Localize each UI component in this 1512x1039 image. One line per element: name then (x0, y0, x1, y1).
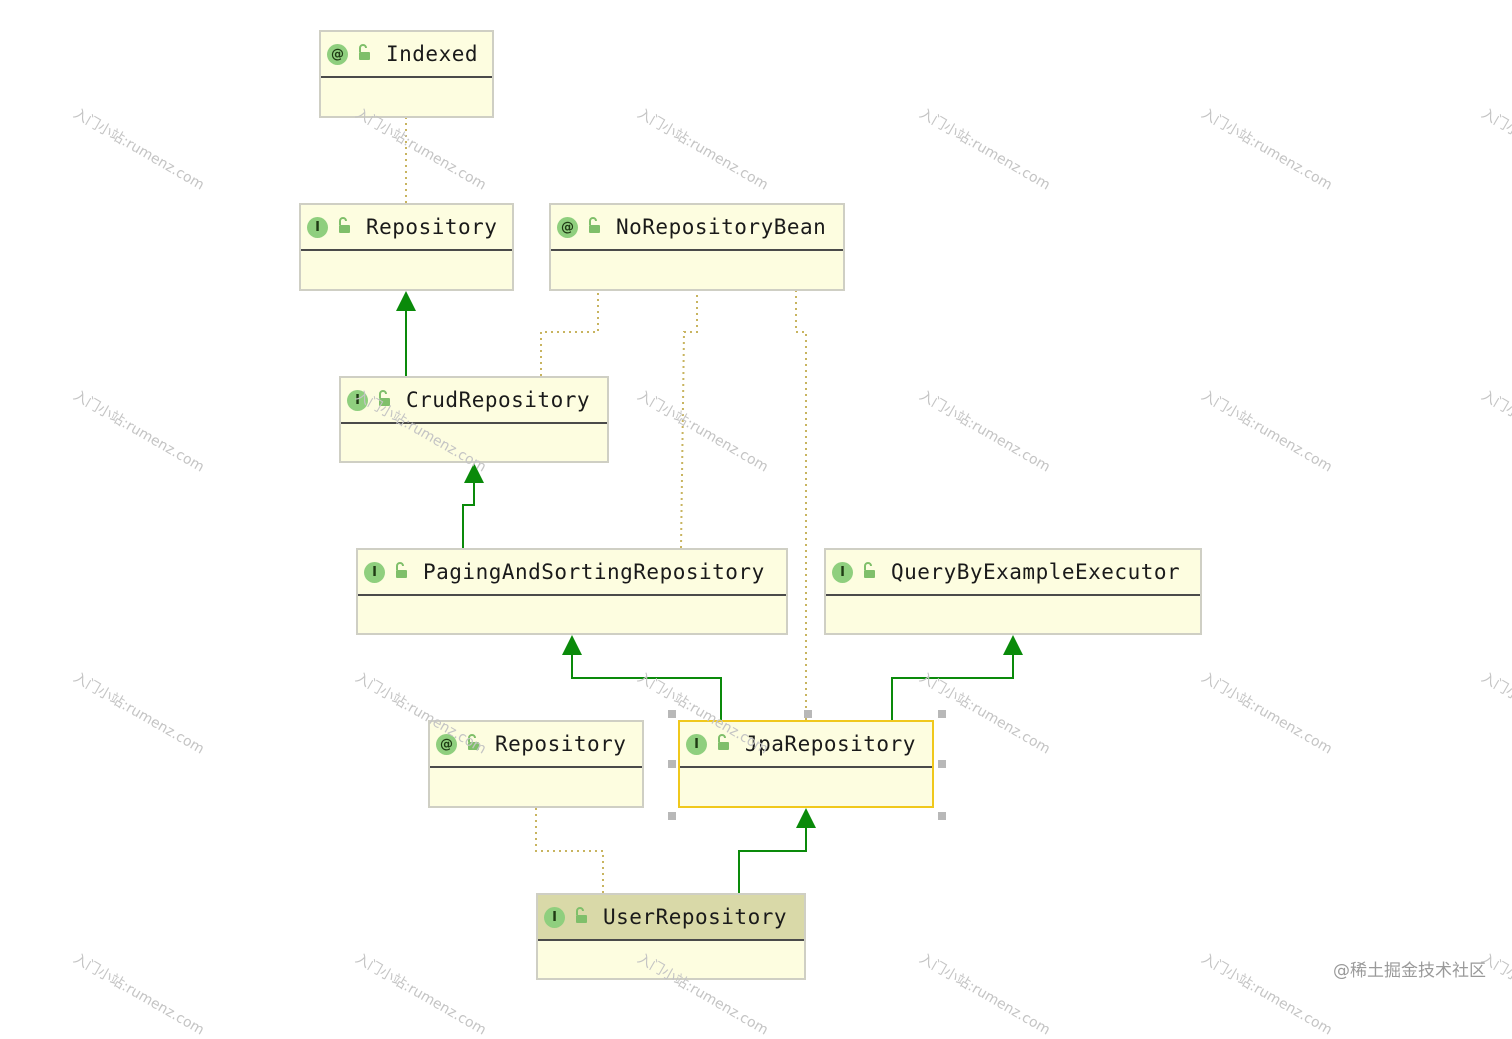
interface-type-icon: I (307, 216, 328, 238)
class-node-indexed[interactable]: @ Indexed (319, 30, 494, 118)
relationship-lines (396, 118, 1023, 893)
annotation-type-icon: @ (327, 43, 348, 65)
edge-jpa-repository-to-paging-and-sorting-repository (571, 654, 722, 720)
public-access-icon (357, 44, 386, 64)
class-node-header: I PagingAndSortingRepository (358, 550, 786, 596)
class-name: Indexed (386, 42, 479, 66)
inheritance-arrowhead (796, 808, 816, 828)
inheritance-arrowhead (562, 635, 582, 655)
class-node-repository[interactable]: I Repository (299, 203, 514, 291)
edge-user-repository-to-repository-annotation (535, 808, 604, 893)
public-access-icon (574, 907, 603, 927)
public-access-icon (587, 217, 616, 237)
class-name: UserRepository (603, 905, 788, 929)
interface-type-icon: I (347, 389, 368, 411)
edge-jpa-repository-to-query-by-example-executor (891, 654, 1014, 720)
class-node-header: I UserRepository (538, 895, 804, 941)
class-node-crud-repository[interactable]: I CrudRepository (339, 376, 609, 463)
selection-handle[interactable] (938, 760, 946, 768)
public-access-icon (394, 562, 423, 582)
public-access-icon (466, 734, 495, 754)
class-node-header: I Repository (301, 205, 512, 251)
annotation-type-icon: @ (557, 216, 578, 238)
class-node-user-repository[interactable]: I UserRepository (536, 893, 806, 980)
class-node-header: @ NoRepositoryBean (551, 205, 843, 251)
site-credit: @稀土掘金技术社区 (1333, 961, 1486, 981)
class-name: CrudRepository (406, 388, 591, 412)
public-access-icon (862, 562, 891, 582)
class-name: NoRepositoryBean (616, 215, 827, 239)
class-node-repository-annotation[interactable]: @ Repository (428, 720, 644, 808)
selection-handle[interactable] (938, 812, 946, 820)
annotation-type-icon: @ (436, 733, 457, 755)
interface-type-icon: I (686, 733, 707, 755)
class-node-jpa-repository[interactable]: I JpaRepository (678, 720, 934, 808)
public-access-icon (377, 390, 406, 410)
class-node-header: I QueryByExampleExecutor (826, 550, 1200, 596)
selection-handle[interactable] (668, 760, 676, 768)
class-name: JpaRepository (745, 732, 916, 756)
public-access-icon (337, 217, 366, 237)
class-name: PagingAndSortingRepository (423, 560, 765, 584)
edge-jpa-repository-to-no-repository-bean (795, 291, 807, 720)
inheritance-arrowhead (1003, 635, 1023, 655)
class-node-paging-and-sorting-repository[interactable]: I PagingAndSortingRepository (356, 548, 788, 635)
interface-type-icon: I (544, 906, 565, 928)
interface-type-icon: I (832, 561, 853, 583)
edge-paging-and-sorting-repository-to-no-repository-bean (680, 291, 698, 549)
class-name: QueryByExampleExecutor (891, 560, 1181, 584)
edge-paging-and-sorting-repository-to-crud-repository (462, 482, 475, 548)
class-node-header: I JpaRepository (680, 722, 932, 768)
class-node-no-repository-bean[interactable]: @ NoRepositoryBean (549, 203, 845, 291)
class-node-header: @ Repository (430, 722, 642, 768)
class-node-query-by-example-executor[interactable]: I QueryByExampleExecutor (824, 548, 1202, 635)
public-access-icon (716, 734, 745, 754)
selection-handle[interactable] (804, 710, 812, 718)
edge-user-repository-to-jpa-repository (738, 827, 807, 893)
selection-handle[interactable] (668, 710, 676, 718)
interface-type-icon: I (364, 561, 385, 583)
inheritance-arrowhead (464, 463, 484, 483)
class-name: Repository (495, 732, 627, 756)
edge-crud-repository-to-no-repository-bean (540, 291, 599, 376)
class-name: Repository (366, 215, 498, 239)
inheritance-arrowhead (396, 291, 416, 311)
selection-handle[interactable] (938, 710, 946, 718)
class-node-header: @ Indexed (321, 32, 492, 78)
selection-handle[interactable] (668, 812, 676, 820)
class-node-header: I CrudRepository (341, 378, 607, 424)
